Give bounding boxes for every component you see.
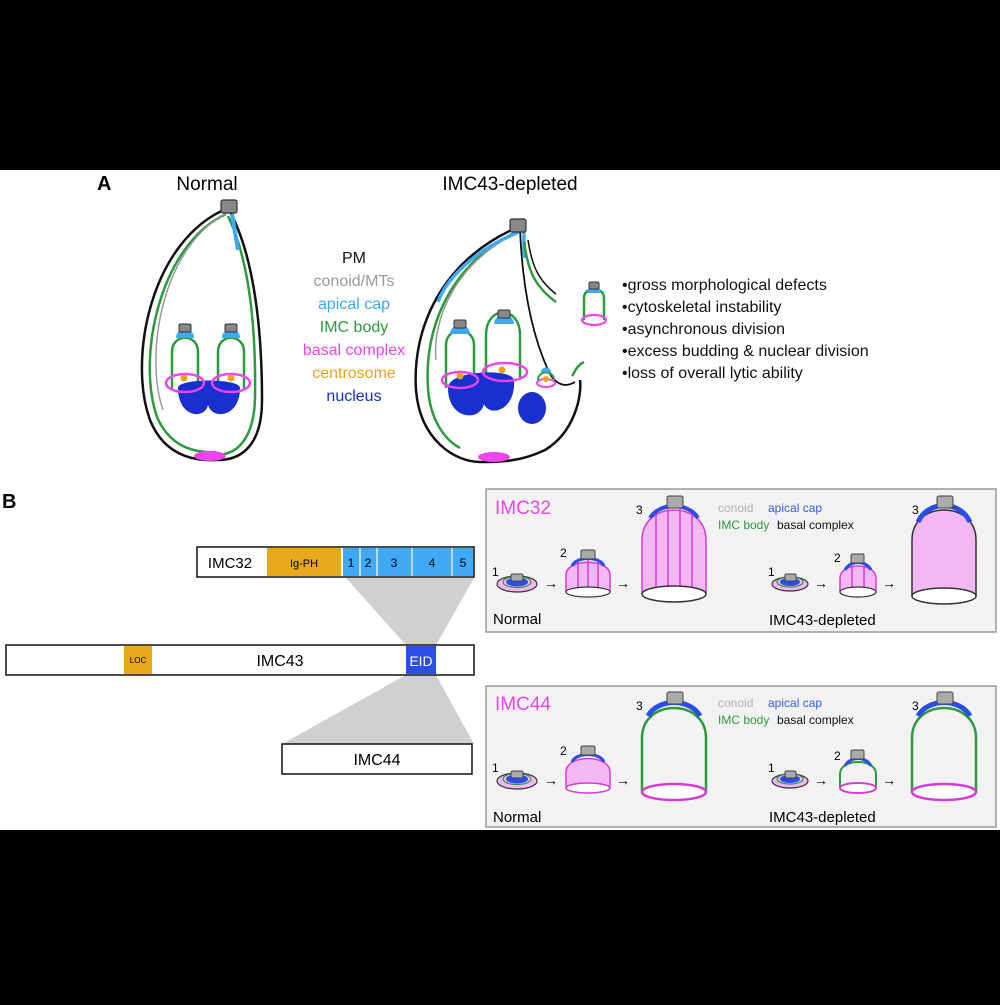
- depleted-label: IMC43-depleted: [769, 809, 876, 826]
- arrow: →: [616, 772, 630, 788]
- repeat-1: 1: [348, 556, 355, 570]
- imc43-label: IMC43: [256, 653, 303, 670]
- repeat-2: 2: [365, 556, 372, 570]
- imc44-label: IMC44: [353, 752, 400, 769]
- stage-1-label: 1: [492, 761, 499, 775]
- legend-imc-body: IMC body: [718, 713, 769, 727]
- phenotype-item: •loss of overall lytic ability: [622, 365, 803, 382]
- basal-complex-icon: [194, 451, 226, 461]
- stage-1-label: 1: [492, 565, 499, 579]
- imc44-domain-map: IMC44: [281, 743, 473, 775]
- imc44-box-title: IMC44: [495, 694, 551, 715]
- stage-3-label: 3: [912, 503, 919, 517]
- legend-apical-cap: apical cap: [768, 696, 822, 710]
- imc32-label: IMC32: [208, 555, 252, 572]
- legend-basal-complex: basal complex: [777, 518, 854, 532]
- conoid-icon: [220, 199, 238, 214]
- imc44-eid-interaction: [282, 675, 474, 744]
- panel-b-letter: B: [2, 491, 16, 513]
- normal-label: Normal: [493, 809, 541, 826]
- imc32-eid-interaction: [346, 578, 474, 645]
- repeat-4: 4: [429, 556, 436, 570]
- phenotype-item: •cytoskeletal instability: [622, 299, 781, 316]
- legend-basal-complex: basal complex: [777, 713, 854, 727]
- arrow: →: [544, 575, 558, 591]
- arrow: →: [882, 772, 896, 788]
- legend-imc-body: IMC body: [718, 518, 769, 532]
- imc32-localization-box: IMC32 conoid apical cap IMC body basal c…: [485, 488, 997, 633]
- imc44-localization-box: IMC44 conoid apical cap IMC body basal c…: [485, 685, 997, 828]
- imc32-box-title: IMC32: [495, 498, 551, 519]
- stage-2-label: 2: [834, 749, 841, 763]
- legend-apical-cap: apical cap: [768, 501, 822, 515]
- depleted-title: IMC43-depleted: [442, 174, 577, 195]
- legend-imc-body: IMC body: [320, 319, 388, 336]
- depleted-label: IMC43-depleted: [769, 612, 876, 629]
- arrow: →: [814, 772, 828, 788]
- legend-basal-complex: basal complex: [303, 342, 405, 359]
- legend-centrosome: centrosome: [312, 365, 396, 382]
- ig-ph-domain: Ig-PH: [290, 558, 318, 570]
- legend-apical-cap: apical cap: [318, 296, 390, 313]
- nucleus-icon: [178, 380, 240, 415]
- phenotype-item: •asynchronous division: [622, 321, 785, 338]
- legend-pm: PM: [342, 250, 366, 267]
- phenotype-list: •gross morphological defects •cytoskelet…: [622, 277, 869, 382]
- stage-2-label: 2: [560, 546, 567, 560]
- legend-conoid: conoid: [718, 696, 753, 710]
- stage-2-label: 2: [560, 744, 567, 758]
- repeat-5: 5: [460, 556, 467, 570]
- stage-3-label: 3: [636, 503, 643, 517]
- panel-a-letter: A: [97, 173, 111, 195]
- normal-title: Normal: [176, 174, 237, 195]
- stage-3-label: 3: [636, 699, 643, 713]
- stage-1-label: 1: [768, 761, 775, 775]
- arrow: →: [544, 772, 558, 788]
- stage-2-label: 2: [834, 551, 841, 565]
- arrow: →: [814, 575, 828, 591]
- normal-parasite: [140, 199, 264, 462]
- panel-a-legend: PM conoid/MTs apical cap IMC body basal …: [303, 250, 405, 405]
- phenotype-item: •excess budding & nuclear division: [622, 343, 869, 360]
- arrow: →: [616, 575, 630, 591]
- stage-3-label: 3: [912, 699, 919, 713]
- phenotype-item: •gross morphological defects: [622, 277, 827, 294]
- eid-domain: EID: [409, 653, 432, 669]
- imc32-domain-map: IMC32 Ig-PH 1 2 3 4 5: [196, 546, 475, 578]
- legend-nucleus: nucleus: [326, 388, 381, 405]
- normal-label: Normal: [493, 611, 541, 628]
- legend-conoid: conoid/MTs: [314, 273, 395, 290]
- stage-1-label: 1: [768, 565, 775, 579]
- depleted-parasite: [414, 218, 608, 464]
- imc43-domain-map: LOC EID IMC43: [5, 644, 475, 676]
- loc-domain: LOC: [130, 656, 147, 665]
- legend-conoid: conoid: [718, 501, 753, 515]
- arrow: →: [882, 575, 896, 591]
- repeat-3: 3: [391, 556, 398, 570]
